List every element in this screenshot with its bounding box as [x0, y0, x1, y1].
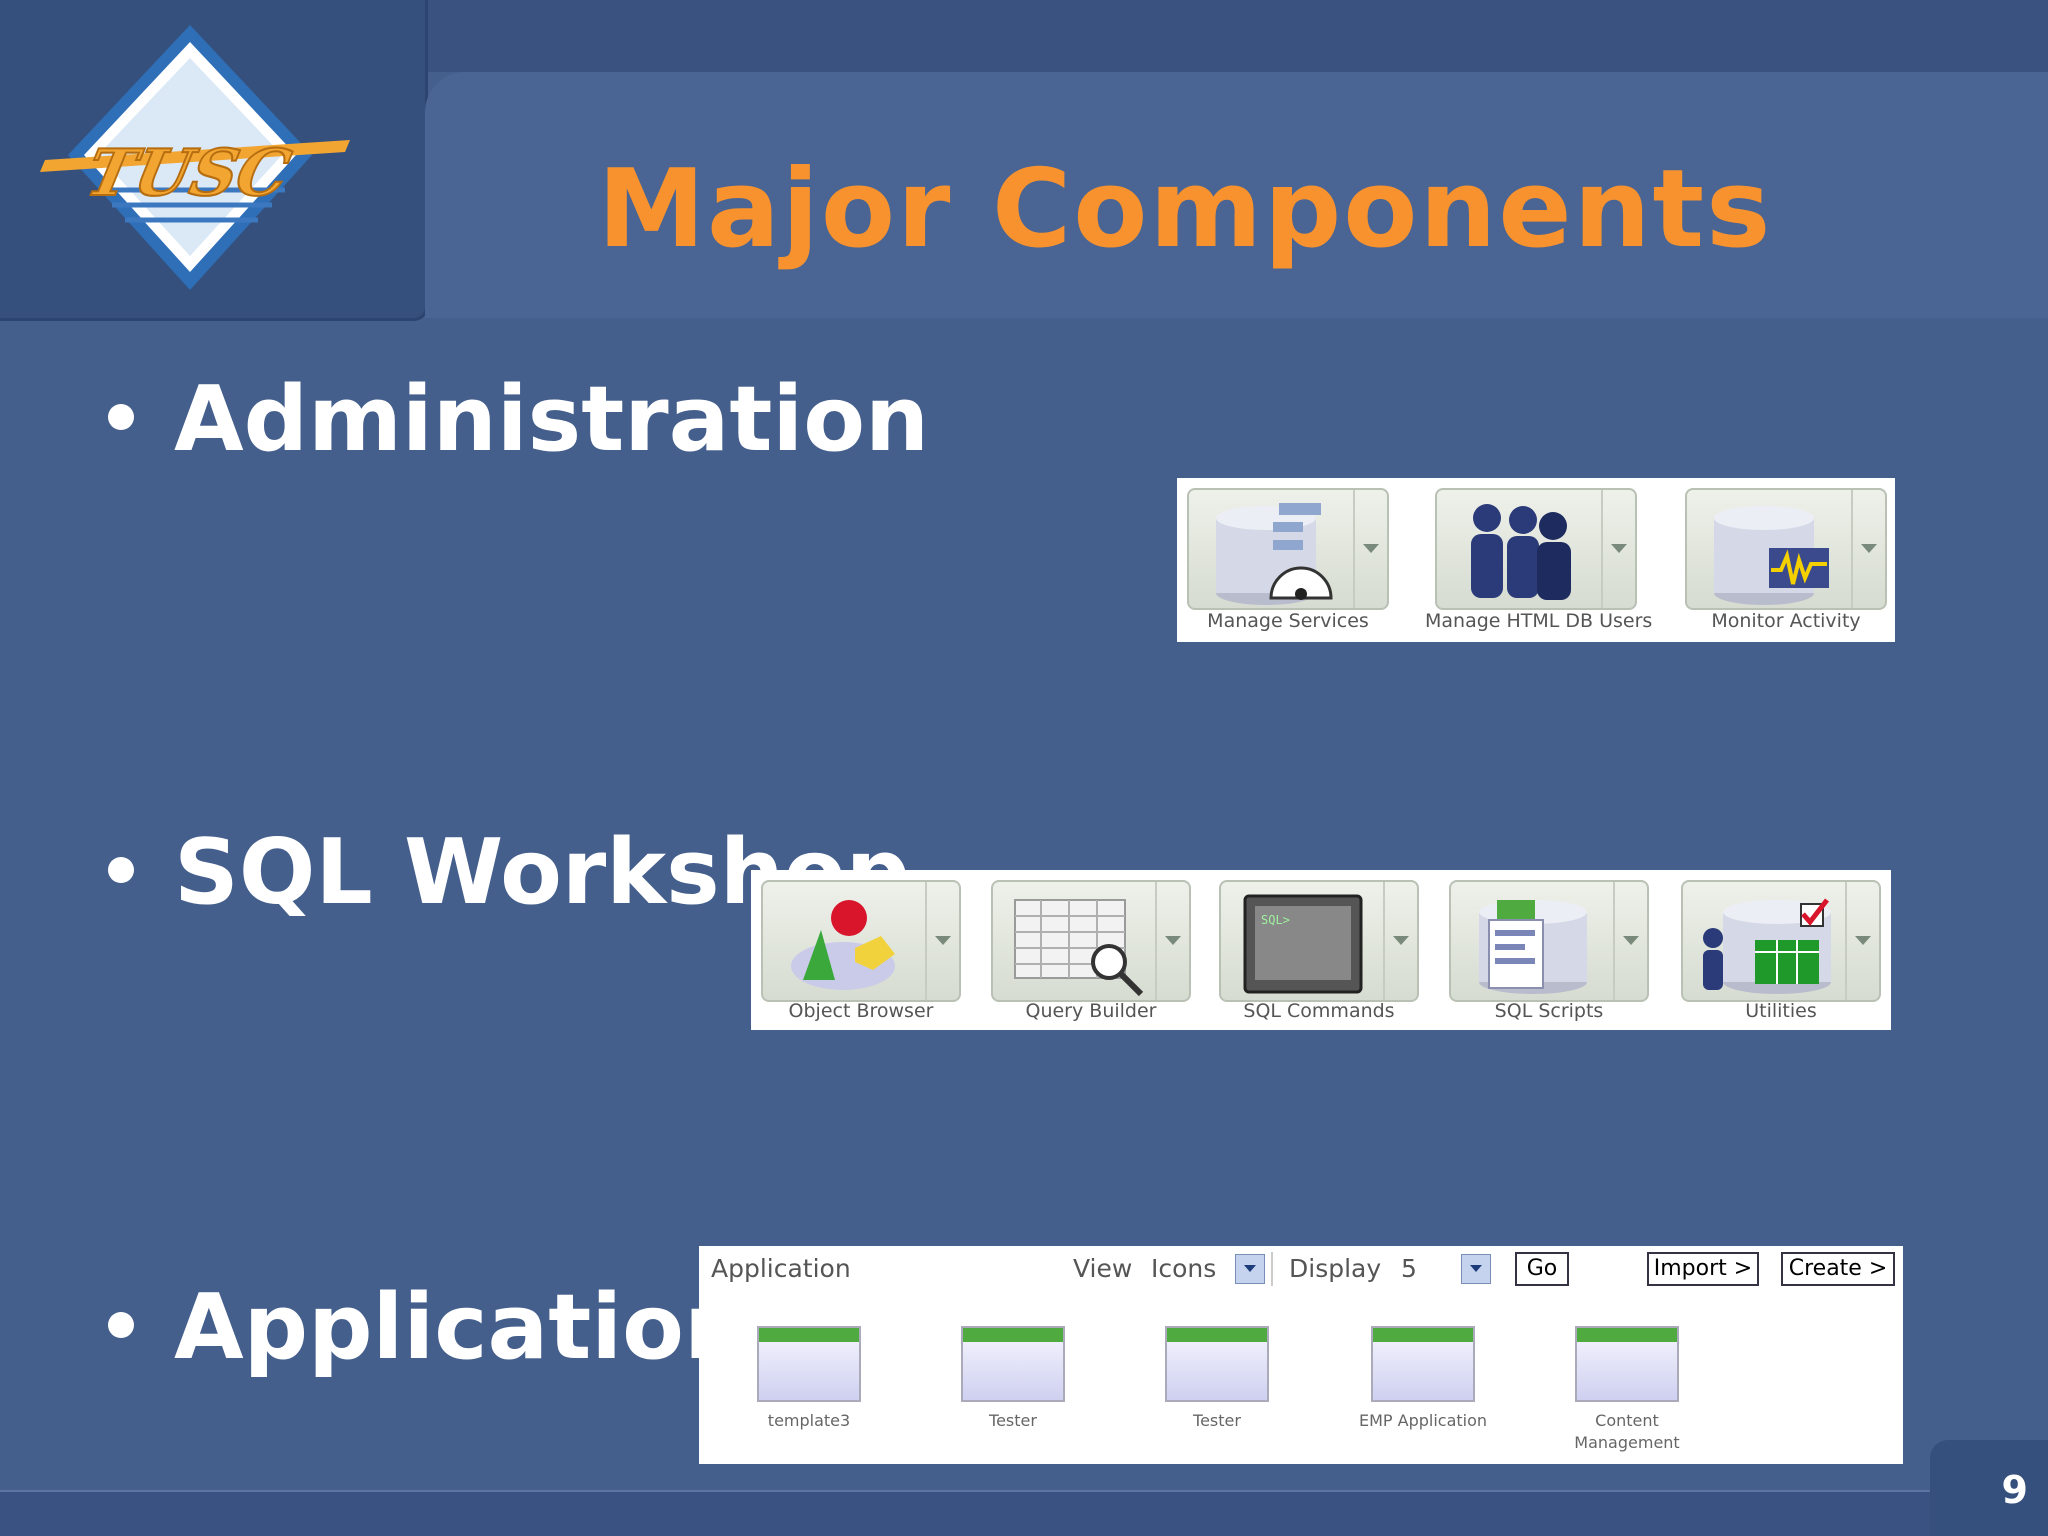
dropdown-arrow[interactable]: [1353, 490, 1387, 608]
dropdown-arrow[interactable]: [925, 882, 959, 1000]
tile-label: Object Browser: [788, 1000, 934, 1022]
tile-label: Manage Services: [1207, 610, 1369, 632]
import-button[interactable]: Import >: [1647, 1252, 1759, 1286]
dropdown-arrow[interactable]: [1845, 882, 1879, 1000]
view-select-arrow[interactable]: [1235, 1254, 1265, 1284]
bullet-application: Application: [108, 1278, 748, 1378]
tile-label: SQL Scripts: [1494, 1000, 1604, 1022]
sql-commands-tile[interactable]: SQL>: [1219, 880, 1419, 1002]
toolbar-divider: [1271, 1252, 1273, 1286]
tile-label: Utilities: [1745, 1000, 1817, 1022]
tile-label: Monitor Activity: [1711, 610, 1861, 632]
sql-workshop-panel: SQL>: [751, 870, 1891, 1030]
tusc-logo: TUSC: [40, 25, 350, 290]
page-number: 9: [2001, 1468, 2028, 1512]
manage-services-tile[interactable]: [1187, 488, 1389, 610]
app-name[interactable]: EMP Application: [1358, 1411, 1488, 1430]
title-panel: [425, 72, 2048, 318]
footer-band: [0, 1490, 2048, 1536]
slide-title: Major Components: [597, 147, 1773, 272]
page-number-tab: [1930, 1440, 2048, 1536]
view-select-value[interactable]: Icons: [1151, 1254, 1217, 1283]
bullet-text: Administration: [174, 367, 930, 472]
go-button[interactable]: Go: [1515, 1252, 1569, 1286]
display-label: Display: [1289, 1254, 1382, 1283]
utilities-tile[interactable]: [1681, 880, 1881, 1002]
sql-scripts-tile[interactable]: [1449, 880, 1649, 1002]
shapes-icon: [791, 900, 895, 990]
app-name[interactable]: Tester: [1193, 1411, 1241, 1430]
dropdown-arrow[interactable]: [1601, 490, 1635, 608]
app-icon[interactable]: [1575, 1326, 1679, 1402]
create-button[interactable]: Create >: [1781, 1252, 1895, 1286]
dropdown-arrow[interactable]: [1851, 490, 1885, 608]
monitor-icon: SQL>: [1243, 894, 1363, 994]
database-activity-icon: [1714, 506, 1829, 605]
display-select-value[interactable]: 5: [1401, 1254, 1417, 1283]
users-icon: [1471, 504, 1571, 600]
app-name[interactable]: Tester: [989, 1411, 1037, 1430]
administration-panel: Manage Services Manage HTML DB Users Mon…: [1177, 478, 1895, 642]
bullet-dot: [108, 1312, 134, 1339]
object-browser-tile[interactable]: [761, 880, 961, 1002]
monitor-activity-tile[interactable]: [1685, 488, 1887, 610]
app-icon[interactable]: [1371, 1326, 1475, 1402]
database-gauge-icon: [1216, 503, 1333, 605]
application-heading: Application: [711, 1254, 851, 1283]
manage-users-tile[interactable]: [1435, 488, 1637, 610]
tile-label: Manage HTML DB Users: [1425, 610, 1653, 632]
svg-text:SQL>: SQL>: [1261, 913, 1290, 927]
dropdown-arrow[interactable]: [1613, 882, 1647, 1000]
app-name[interactable]: Content Management: [1574, 1411, 1680, 1452]
tile-label: Query Builder: [1025, 1000, 1157, 1022]
dropdown-arrow[interactable]: [1383, 882, 1417, 1000]
app-icon[interactable]: [757, 1326, 861, 1402]
app-icon[interactable]: [961, 1326, 1065, 1402]
bullet-administration: Administration: [108, 370, 929, 470]
app-name[interactable]: template3: [767, 1411, 851, 1430]
display-select-arrow[interactable]: [1461, 1254, 1491, 1284]
logo-text: TUSC: [80, 136, 297, 211]
application-panel: Application View Icons Display 5 Go Impo…: [699, 1246, 1903, 1464]
tile-label: SQL Commands: [1243, 1000, 1395, 1022]
logo-area: TUSC: [0, 0, 428, 321]
dropdown-arrow[interactable]: [1155, 882, 1189, 1000]
app-icon[interactable]: [1165, 1326, 1269, 1402]
bullet-dot: [108, 404, 134, 431]
bullet-text: Application: [174, 1275, 749, 1380]
bullet-dot: [108, 857, 134, 884]
query-builder-tile[interactable]: [991, 880, 1191, 1002]
view-label: View: [1073, 1254, 1133, 1283]
utilities-icon: [1703, 898, 1831, 994]
grid-magnifier-icon: [1014, 899, 1144, 997]
database-scripts-icon: [1479, 900, 1587, 994]
